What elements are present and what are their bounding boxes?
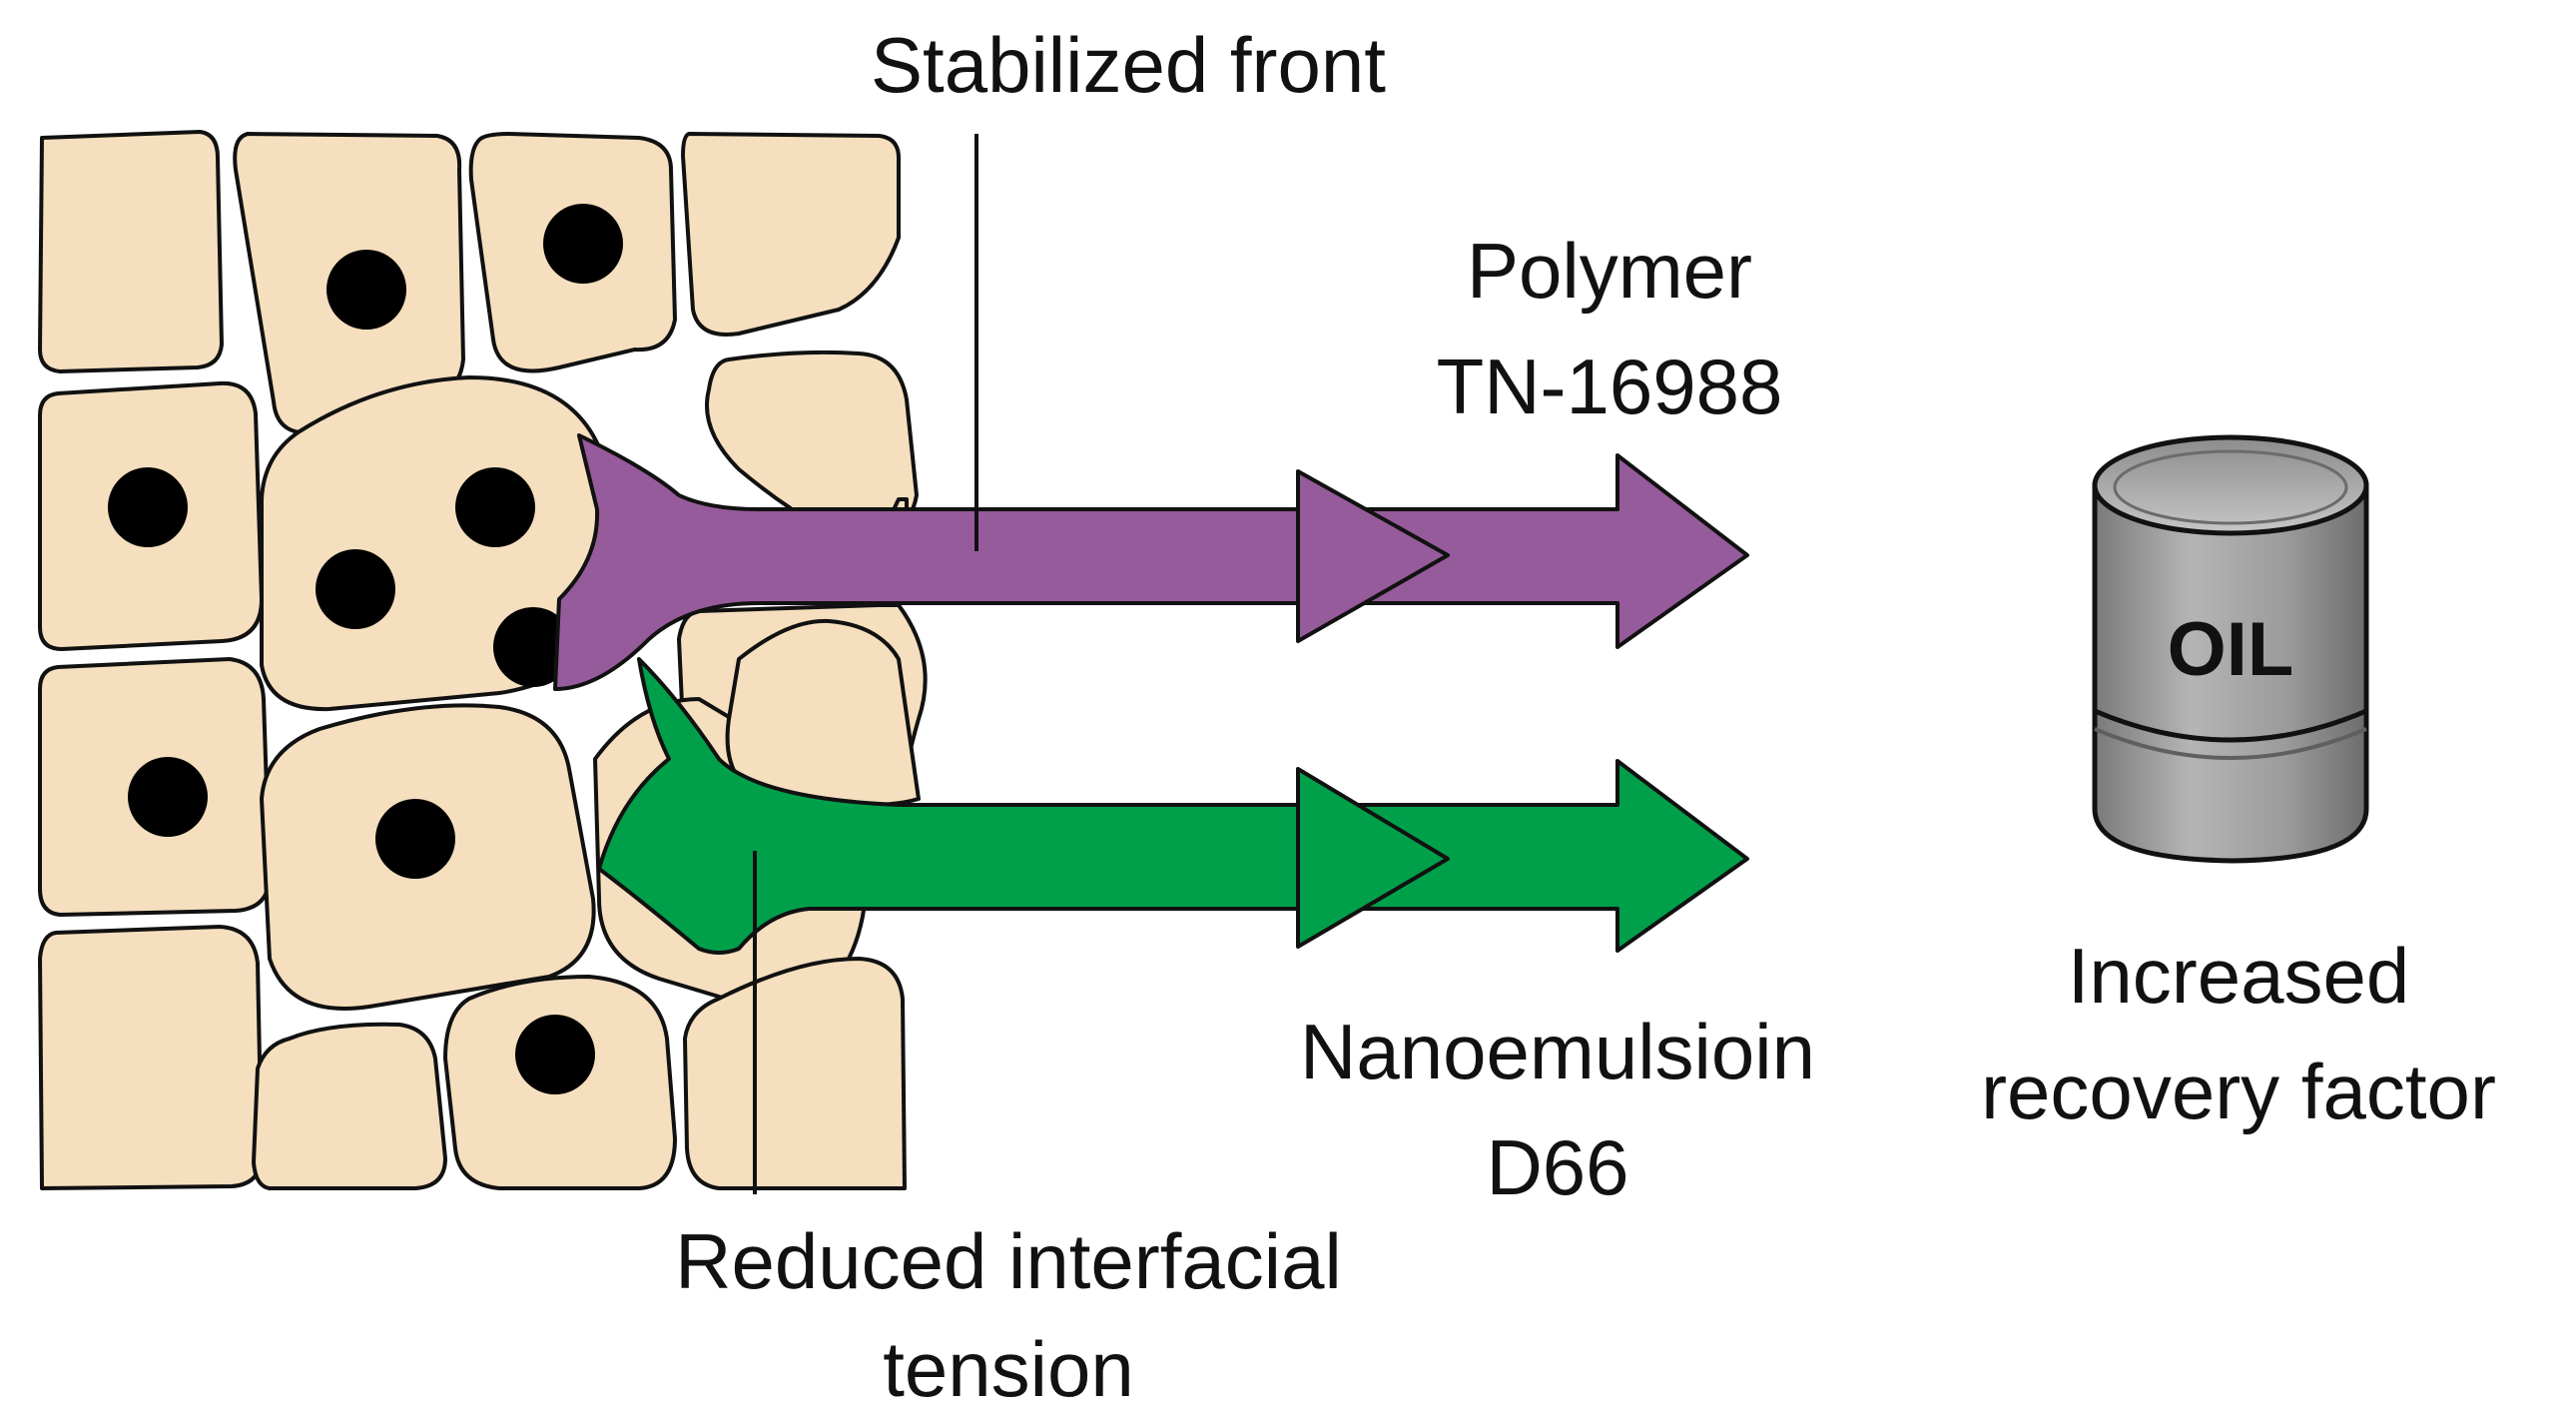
polymer-front — [553, 433, 1749, 691]
rock-grain — [38, 925, 264, 1190]
rock-grain — [38, 130, 224, 373]
barrel-hoop-shadow — [2094, 727, 2367, 760]
rock-grain — [683, 957, 907, 1190]
barrel-lid-rim — [2113, 449, 2348, 525]
oil-droplet — [543, 204, 623, 284]
porous-rock — [38, 130, 928, 1190]
interfacial-tension-label-line1: Reduced interfacial — [675, 1217, 1342, 1305]
nanoemulsion-label-line1: Nanoemulsioin — [1300, 1008, 1815, 1095]
nanoemulsion-arrow-head-1 — [1296, 767, 1450, 949]
nanoemulsion-flow — [597, 657, 1749, 955]
nanoemulsion-front — [597, 657, 1749, 955]
rock-grain — [252, 1022, 447, 1190]
barrel-body — [2092, 482, 2369, 864]
polymer-flow — [553, 433, 1749, 691]
recovery-label-line2: recovery factor — [1981, 1048, 2496, 1135]
oil-droplet — [515, 1015, 595, 1094]
rock-grain — [681, 132, 901, 337]
barrel-lid — [2092, 434, 2369, 536]
rock-grain — [725, 618, 921, 807]
oil-droplet — [316, 549, 395, 629]
oil-droplet — [128, 757, 208, 837]
oil-barrel-icon: OIL — [2092, 434, 2369, 864]
oil-droplet — [108, 467, 188, 547]
barrel-label: OIL — [2168, 607, 2294, 692]
oil-droplet — [326, 250, 406, 330]
oil-droplet — [493, 607, 573, 687]
interfacial-tension-label-line2: tension — [883, 1325, 1134, 1413]
nanoemulsion-label-line2: D66 — [1486, 1123, 1628, 1211]
stabilized-front-label: Stabilized front — [871, 21, 1386, 109]
polymer-label-line2: TN-16988 — [1437, 343, 1783, 430]
polymer-label-line1: Polymer — [1467, 227, 1752, 315]
barrel-hoop — [2094, 708, 2367, 743]
recovery-label-line1: Increased — [2068, 932, 2410, 1020]
oil-droplet — [375, 799, 455, 879]
oil-droplet — [455, 467, 535, 547]
polymer-arrow-head-1 — [1296, 469, 1450, 643]
